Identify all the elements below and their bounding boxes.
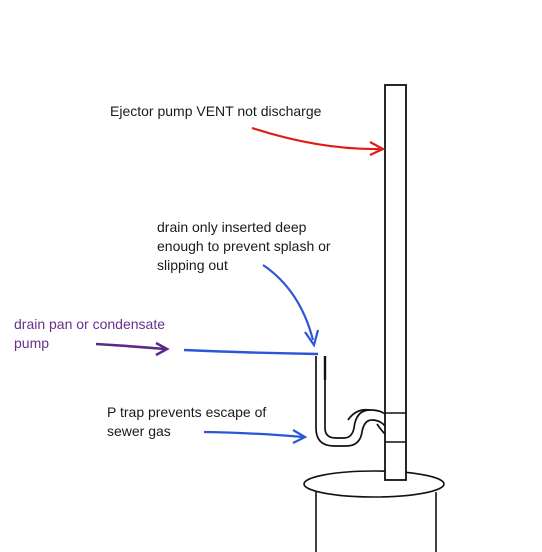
pan-arrowhead xyxy=(155,341,170,357)
vent-label: Ejector pump VENT not discharge xyxy=(110,103,322,119)
ptrap-arrow xyxy=(203,430,304,439)
vent-arrowhead xyxy=(369,141,386,156)
drain-depth-label: drain only inserted deep enough to preve… xyxy=(157,219,331,273)
ptrap-label: P trap prevents escape of sewer gas xyxy=(107,404,267,439)
pan-drain-line xyxy=(183,348,319,356)
drain-arrowhead xyxy=(304,329,320,348)
basin-rim xyxy=(303,470,445,498)
p-trap xyxy=(315,356,386,447)
drain-arrow xyxy=(262,264,315,341)
vent-pipe xyxy=(384,84,407,481)
ptrap-arrowhead xyxy=(292,429,308,444)
drain-pan-label: drain pan or condensate pump xyxy=(14,316,165,351)
vent-arrow xyxy=(251,126,381,151)
pan-arrow xyxy=(95,342,166,351)
